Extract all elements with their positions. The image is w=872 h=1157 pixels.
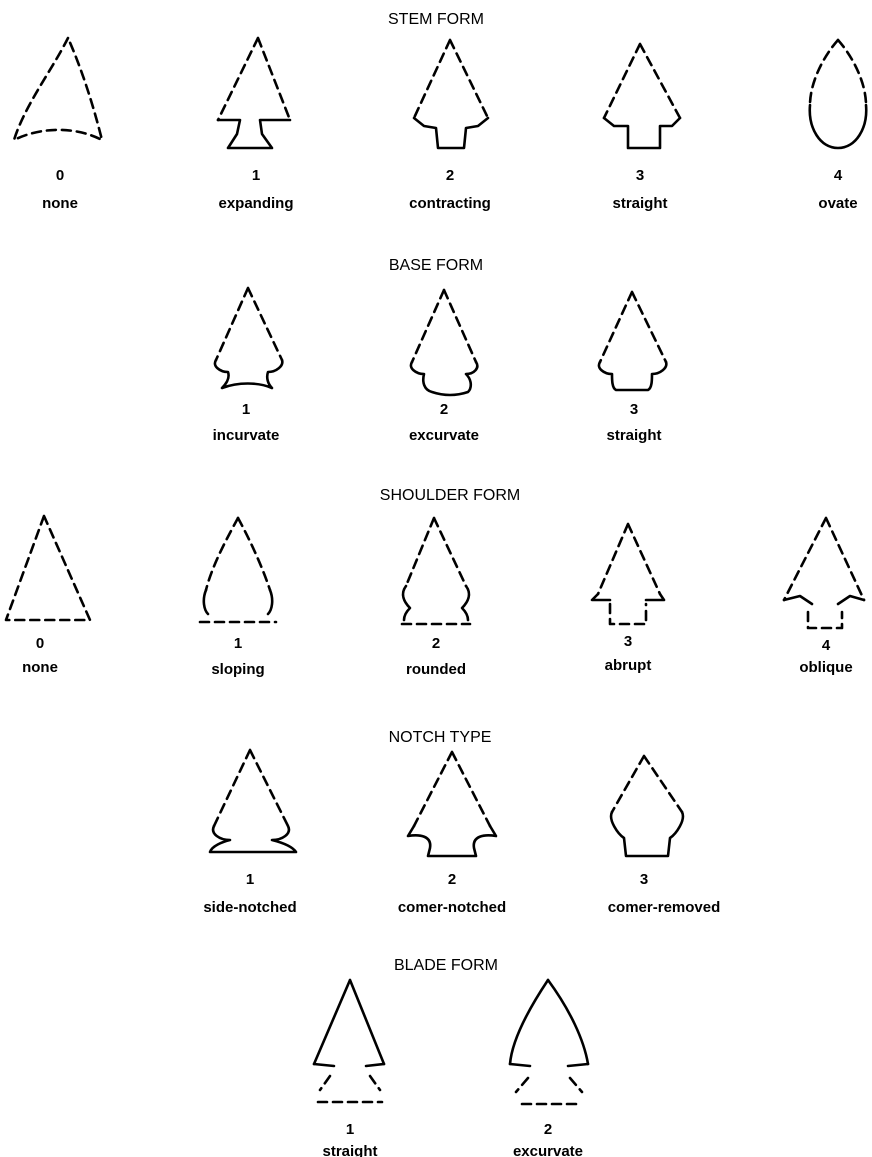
blade-form-code: 1 (346, 1121, 354, 1138)
stem-form-label: straight (612, 195, 667, 212)
stem-form-code: 2 (446, 167, 454, 184)
base-form-label: excurvate (409, 427, 479, 444)
blade-form-code: 2 (544, 1121, 552, 1138)
blade-form-excurvate: 2 excurvate (510, 980, 588, 1157)
base-form-code: 3 (630, 401, 638, 418)
shoulder-form-abrupt: 3 abrupt (592, 524, 664, 674)
stem-form-label: ovate (818, 195, 857, 212)
notch-type-code: 2 (448, 871, 456, 888)
base-form-label: incurvate (213, 427, 280, 444)
shoulder-form-label: abrupt (605, 657, 652, 674)
shoulder-form-code: 3 (624, 633, 632, 650)
base-form-label: straight (606, 427, 661, 444)
blade-form-label: straight (322, 1143, 377, 1157)
base-form-code: 2 (440, 401, 448, 418)
section-title-base-form: BASE FORM (389, 257, 483, 274)
stem-form-ovate: 4 ovate (810, 40, 866, 212)
notch-type-label: comer-removed (608, 899, 721, 916)
stem-form-expanding: 1 expanding (218, 38, 294, 212)
shoulder-form-none: 0 none (6, 516, 90, 676)
shoulder-form-label: none (22, 659, 58, 676)
blade-form-label: excurvate (513, 1143, 583, 1157)
section-title-shoulder-form: SHOULDER FORM (380, 487, 520, 504)
shoulder-form-label: sloping (211, 661, 264, 678)
notch-type-label: comer-notched (398, 899, 506, 916)
stem-form-label: contracting (409, 195, 491, 212)
stem-form-code: 4 (834, 167, 843, 184)
notch-type-side-notched: 1 side-notched (203, 750, 296, 916)
base-form-code: 1 (242, 401, 250, 418)
notch-type-code: 1 (246, 871, 254, 888)
shoulder-form-code: 4 (822, 637, 831, 654)
stem-form-code: 0 (56, 167, 64, 184)
shoulder-form-code: 0 (36, 635, 44, 652)
section-title-stem-form: STEM FORM (388, 11, 484, 28)
shoulder-form-code: 2 (432, 635, 440, 652)
shoulder-form-label: rounded (406, 661, 466, 678)
shoulder-form-oblique: 4 oblique (784, 518, 864, 676)
base-form-straight: 3 straight (599, 292, 666, 444)
shoulder-form-label: oblique (799, 659, 852, 676)
stem-form-label: none (42, 195, 78, 212)
stem-form-label: expanding (218, 195, 293, 212)
notch-type-comer-notched: 2 comer-notched (398, 752, 506, 916)
shoulder-form-rounded: 2 rounded (402, 518, 470, 678)
stem-form-code: 1 (252, 167, 260, 184)
stem-form-code: 3 (636, 167, 644, 184)
notch-type-comer-removed: 3 comer-removed (608, 756, 721, 916)
shoulder-form-code: 1 (234, 635, 242, 652)
base-form-incurvate: 1 incurvate (213, 288, 283, 444)
shoulder-form-sloping: 1 sloping (200, 518, 276, 678)
section-title-blade-form: BLADE FORM (394, 957, 498, 974)
section-title-notch-type: NOTCH TYPE (389, 729, 492, 746)
stem-form-straight: 3 straight (604, 44, 680, 212)
notch-type-label: side-notched (203, 899, 296, 916)
stem-form-none: 0 none (14, 38, 102, 212)
notch-type-code: 3 (640, 871, 648, 888)
blade-form-straight: 1 straight (314, 980, 384, 1157)
base-form-excurvate: 2 excurvate (409, 290, 479, 444)
stem-form-contracting: 2 contracting (409, 40, 491, 212)
